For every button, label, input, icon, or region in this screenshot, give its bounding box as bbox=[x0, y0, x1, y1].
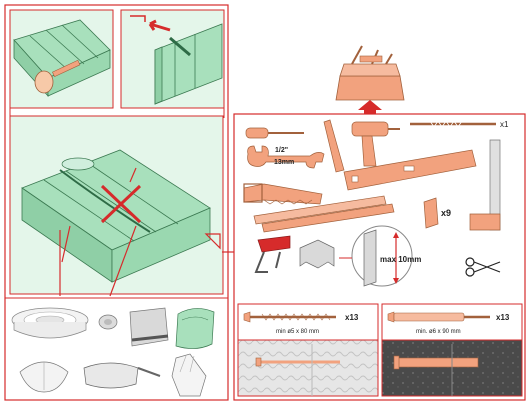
wrench-size-mm: 13mm bbox=[274, 159, 294, 166]
hand-saw-icon bbox=[243, 183, 323, 205]
step-detail-top-right bbox=[120, 9, 225, 109]
wood-strips-icon bbox=[253, 195, 395, 233]
screwdriver-icon bbox=[52, 59, 81, 78]
installed-wood-screw-icon bbox=[255, 344, 340, 396]
scissors-icon bbox=[465, 257, 501, 277]
arrow-icon bbox=[148, 19, 171, 32]
power-drill-icon bbox=[351, 121, 400, 167]
work-gloves-icon bbox=[171, 353, 207, 397]
toolbox-icon bbox=[335, 45, 405, 101]
drill-bit-icon bbox=[410, 120, 496, 128]
felt-pad-icon bbox=[98, 314, 118, 330]
green-folded-sheet-icon bbox=[175, 308, 215, 349]
left-panel bbox=[4, 4, 235, 401]
wood-fastener-count: x13 bbox=[345, 313, 359, 322]
try-square-icon bbox=[469, 139, 501, 231]
drill-bit-count: x1 bbox=[500, 120, 509, 129]
dust-mask-icon bbox=[19, 361, 69, 393]
installed-wall-plug-icon bbox=[393, 344, 479, 396]
masonry-fastener-count: x13 bbox=[496, 313, 510, 322]
spirit-level-icon bbox=[343, 149, 477, 191]
hand-icon bbox=[34, 70, 54, 94]
masonry-fastener-spec: min. ø6 x 90 mm bbox=[416, 329, 461, 335]
step-detail-top-left bbox=[9, 9, 114, 109]
bracket-icon bbox=[169, 36, 191, 57]
corner-marker-icon bbox=[204, 233, 221, 250]
hammer-in-film-icon bbox=[129, 307, 169, 347]
tape-roll-icon bbox=[11, 307, 89, 339]
wood-screw-icon bbox=[243, 311, 336, 323]
materials-section bbox=[5, 297, 228, 397]
screwdriver-icon bbox=[245, 127, 304, 139]
bracket-gap-label: max 10mm bbox=[380, 255, 421, 264]
wood-block-icon bbox=[423, 197, 439, 229]
wood-fastener-spec: min ø5 x 80 mm bbox=[276, 329, 319, 335]
tools-panel: x1 1/2" 13mm x9 bbox=[233, 113, 526, 401]
wall-plug-icon bbox=[387, 311, 490, 323]
wrench-size-fraction: 1/2" bbox=[275, 147, 288, 154]
safety-glasses-icon bbox=[83, 362, 161, 389]
block-count: x9 bbox=[441, 208, 451, 218]
main-assembly-illustration bbox=[9, 115, 235, 297]
masonry-fastener-panel bbox=[381, 303, 523, 397]
staple-gun-icon bbox=[254, 235, 291, 273]
bracket-gap-detail bbox=[339, 225, 413, 287]
metal-bracket-icon bbox=[299, 239, 335, 269]
wrench-icon bbox=[247, 145, 325, 169]
wood-fastener-panel bbox=[237, 303, 379, 397]
chisel-icon bbox=[323, 119, 345, 173]
